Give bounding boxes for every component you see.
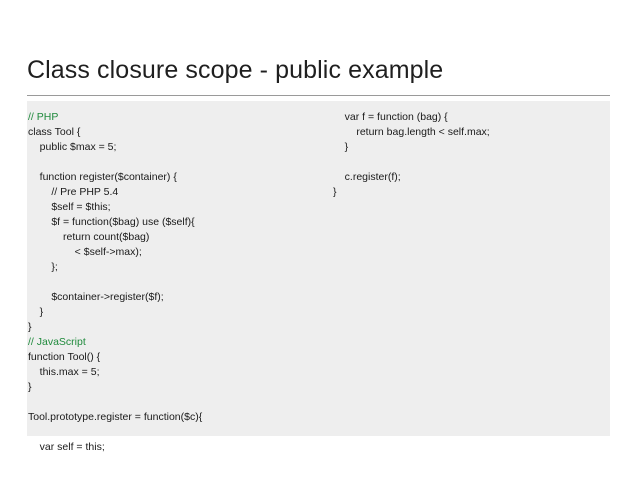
code-line <box>28 275 202 290</box>
slide-title: Class closure scope - public example <box>27 56 444 84</box>
code-line: var self = this; <box>28 441 105 453</box>
code-line: return count($bag) <box>28 231 150 243</box>
code-line: }; <box>28 261 58 273</box>
code-line: var f = function (bag) { <box>333 111 448 123</box>
code-column-left: // PHP class Tool { public $max = 5; func… <box>28 110 202 455</box>
code-line <box>28 395 202 410</box>
title-divider <box>27 95 610 96</box>
code-column-right: var f = function (bag) { return bag.leng… <box>333 110 490 200</box>
code-line: this.max = 5; <box>28 366 100 378</box>
code-line: } <box>333 141 349 153</box>
code-line: $self = $this; <box>28 201 111 213</box>
code-line: } <box>28 306 44 318</box>
code-line: c.register(f); <box>333 171 401 183</box>
code-line <box>28 425 202 440</box>
code-line: function register($container) { <box>28 171 177 183</box>
code-line: public $max = 5; <box>28 141 117 153</box>
code-line: } <box>28 381 32 393</box>
code-line: $container->register($f); <box>28 291 164 303</box>
code-line <box>28 155 202 170</box>
code-line: function Tool() { <box>28 351 101 363</box>
code-line <box>333 155 490 170</box>
code-line: $f = function($bag) use ($self){ <box>28 216 195 228</box>
code-line: // Pre PHP 5.4 <box>28 186 119 198</box>
code-line: class Tool { <box>28 126 81 138</box>
code-line: return bag.length < self.max; <box>333 126 490 138</box>
code-line: } <box>333 186 337 198</box>
code-line: < $self->max); <box>28 246 142 258</box>
code-line: Tool.prototype.register = function($c){ <box>28 411 203 423</box>
code-line: } <box>28 321 32 333</box>
code-panel: // PHP class Tool { public $max = 5; func… <box>27 101 610 453</box>
code-comment-line: // PHP <box>28 111 59 123</box>
code-comment-line: // JavaScript <box>28 336 86 348</box>
